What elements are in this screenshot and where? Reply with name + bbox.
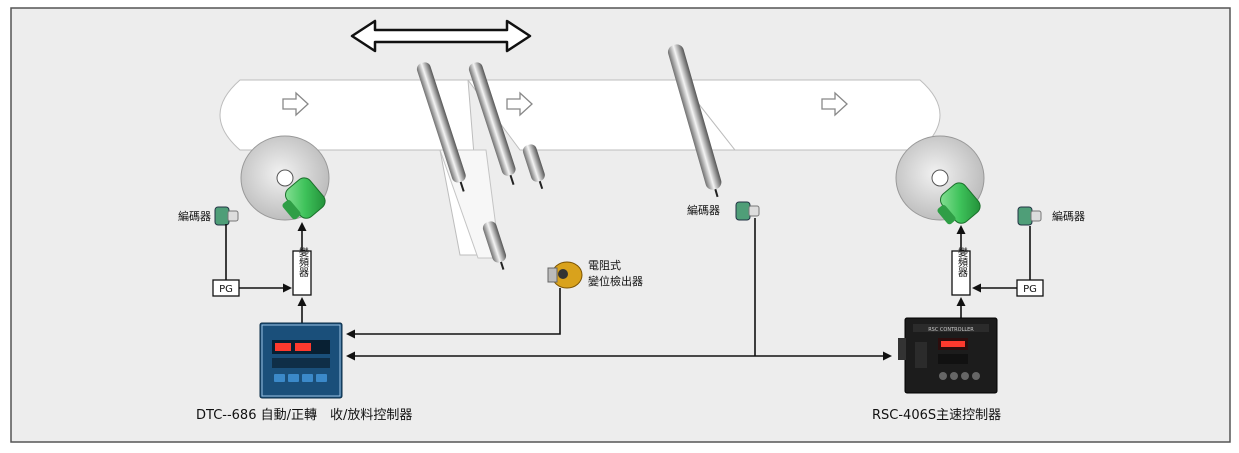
- sensor-icon: [547, 261, 583, 289]
- background-panel: [10, 7, 1231, 443]
- motor-right: [937, 182, 981, 225]
- traverse-double-arrow: [350, 19, 532, 53]
- roller-2: [468, 62, 516, 186]
- pg-right-label: PG: [1023, 284, 1037, 295]
- controller-left: [259, 322, 343, 399]
- inverter-right-label: 變頻器: [956, 246, 968, 278]
- dancer-roller: [482, 221, 507, 270]
- reel-right-hub: [931, 169, 949, 187]
- controller-right-panel-label: RSC CONTROLLER: [928, 327, 974, 333]
- sensor-signal-line: [346, 288, 561, 339]
- encoder-mid-icon: [735, 201, 760, 221]
- reel-left-hub: [276, 169, 294, 187]
- controller-right-caption: RSC-406S主速控制器: [872, 408, 1001, 423]
- encoder-left-label: 編碼器: [178, 209, 211, 223]
- pg-left-label: PG: [219, 284, 233, 295]
- roller-3: [522, 144, 545, 190]
- right-wiring: [956, 225, 1031, 318]
- encoder-left-icon: [214, 206, 239, 226]
- flow-arrow-2: [506, 91, 533, 117]
- sensor-label-line2: 變位檢出器: [588, 274, 643, 288]
- encoder-right-label: 編碼器: [1052, 209, 1085, 223]
- controller-right: RSC CONTROLLER: [898, 317, 998, 394]
- flow-arrow-3: [821, 91, 848, 117]
- roller-1: [416, 62, 466, 192]
- controller-left-caption: DTC--686 自動/正轉 收/放料控制器: [196, 408, 412, 423]
- encoder-right-icon: [1017, 206, 1042, 226]
- inverter-left-label: 變頻器: [297, 246, 309, 278]
- sensor-label-line1: 電阻式: [588, 259, 621, 272]
- flow-arrow-1: [282, 91, 309, 117]
- left-wiring: [225, 222, 307, 323]
- motor-left: [282, 177, 326, 220]
- roller-master: [667, 44, 722, 198]
- encoder-mid-label: 編碼器: [687, 203, 720, 217]
